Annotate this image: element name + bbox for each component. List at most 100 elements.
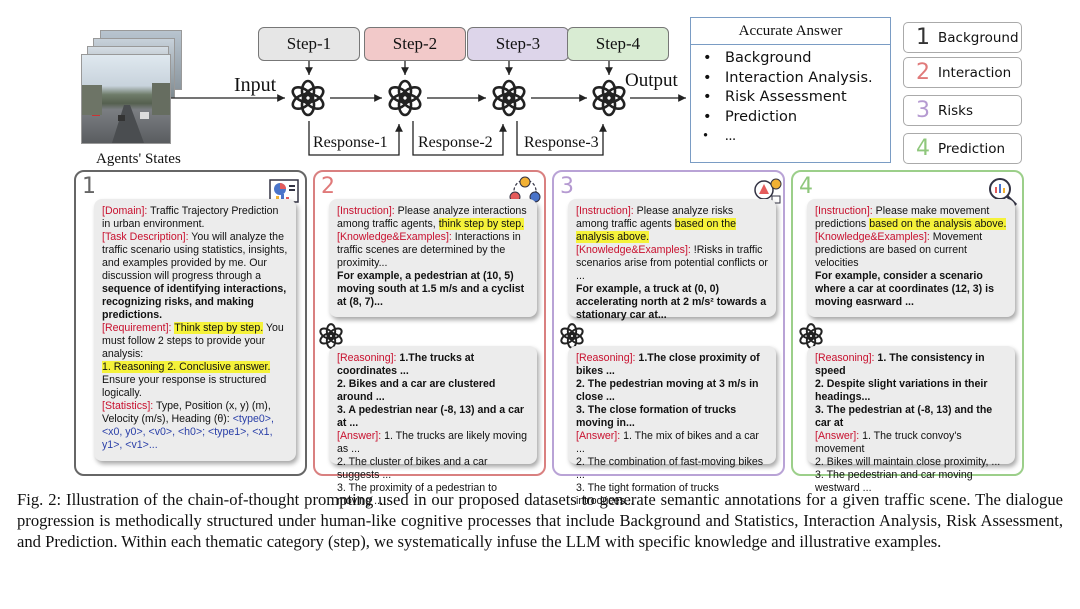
answer-line: 2. Bikes will maintain close proximity, … — [815, 456, 1001, 468]
response-1-label: Response-1 — [313, 134, 388, 151]
reasoning-line: 3. The close formation of trucks moving … — [576, 404, 737, 429]
interaction-response-card: [Reasoning]: 1.The trucks at coordinates… — [329, 346, 537, 507]
llm-logo-icon — [560, 323, 584, 349]
instruction-tag: [Instruction]: — [337, 205, 395, 217]
knowledge-text: Movement predictions are based on curren… — [815, 231, 983, 269]
input-label: Input — [234, 74, 277, 96]
answer-line: 1. The mix of bikes and a car ... — [576, 430, 759, 455]
reasoning-line: 2. Despite slight variations in their he… — [815, 378, 988, 403]
reasoning-tag: [Reasoning]: — [337, 352, 397, 364]
answer-tag: [Answer]: — [337, 430, 382, 442]
domain-text: Traffic Trajectory Prediction in urban e… — [102, 205, 279, 230]
response-2-label: Response-2 — [418, 134, 493, 151]
legend-number: 3 — [916, 98, 930, 123]
llm-logo-icon — [592, 79, 626, 117]
panel-number: 3 — [560, 174, 574, 199]
requirement-text: You must follow 2 steps to provide your … — [102, 322, 284, 360]
legend-number: 1 — [916, 25, 930, 50]
reasoning-line: 1. The consistency in speed — [815, 352, 985, 377]
answer-line: 1. The truck convoy's movement — [815, 430, 962, 455]
background-prompt-card: [Domain]: Traffic Trajectory Prediction … — [94, 199, 296, 461]
legend-label: Background — [938, 29, 1019, 46]
step-2-box: Step-2 — [364, 27, 466, 61]
flow-arrows — [171, 61, 686, 156]
response-3-label: Response-3 — [524, 134, 599, 151]
requirement-steps: 1. Reasoning 2. Conclusive answer. — [102, 361, 271, 373]
answer-tag: [Answer]: — [815, 430, 860, 442]
knowledge-tag: [Knowledge&Examples]: — [337, 231, 452, 243]
legend-label: Prediction — [938, 140, 1006, 157]
answer-item: Background — [703, 49, 890, 69]
reasoning-line: 2. The pedestrian moving at 3 m/s in clo… — [576, 378, 759, 403]
statistics-placeholders: <type0>, <x0, y0>, <v0>, <h0>; <type1>, … — [102, 413, 274, 451]
prediction-prompt-card: [Instruction]: Please make movement pred… — [807, 199, 1015, 317]
interaction-prompt-card: [Instruction]: Please analyze interactio… — [329, 199, 537, 317]
knowledge-tag: [Knowledge&Examples]: — [576, 244, 691, 256]
reasoning-line: 1.The close proximity of bikes ... — [576, 352, 760, 377]
step-3-box: Step-3 — [467, 27, 569, 61]
panel-number: 2 — [321, 174, 335, 199]
panel-number: 1 — [82, 174, 96, 199]
answer-tag: [Answer]: — [576, 430, 621, 442]
reasoning-tag: [Reasoning]: — [576, 352, 636, 364]
risks-response-card: [Reasoning]: 1.The close proximity of bi… — [568, 346, 776, 507]
legend-risks: 3 Risks — [903, 95, 1022, 126]
task-text: You will analyze the traffic scenario us… — [102, 231, 288, 282]
instruction-tag: [Instruction]: — [815, 205, 873, 217]
domain-tag: [Domain]: — [102, 205, 148, 217]
reasoning-line: 3. A pedestrian near (-8, 13) and a car … — [337, 404, 525, 429]
reasoning-line: 2. Bikes and a car are clustered around … — [337, 378, 496, 403]
legend-interaction: 2 Interaction — [903, 57, 1022, 88]
llm-logo-icon — [388, 79, 422, 117]
panel-risks: 3 [Instruction]: Please analyze risks am… — [552, 170, 785, 507]
panel-interaction: 2 [Instruction]: Please analyze interact… — [313, 170, 546, 507]
answer-line: 2. The combination of fast-moving bikes … — [576, 456, 764, 481]
legend-number: 2 — [916, 60, 930, 85]
street-scene-image — [81, 54, 171, 144]
step-1-box: Step-1 — [258, 27, 360, 61]
reasoning-line: 3. The pedestrian at (-8, 13) and the ca… — [815, 404, 993, 429]
legend-label: Risks — [938, 102, 974, 119]
answer-line: 2. The cluster of bikes and a car sugges… — [337, 456, 488, 481]
reasoning-tag: [Reasoning]: — [815, 352, 875, 364]
panel-prediction: 4 [Instruction]: Please make movement pr… — [791, 170, 1024, 494]
example-text: For example, a truck at (0, 0) accelerat… — [576, 283, 767, 321]
example-text: For example, a pedestrian at (10, 5) mov… — [337, 270, 525, 308]
agents-states-label: Agents' States — [96, 151, 181, 167]
llm-logo-icon — [799, 323, 823, 349]
accurate-answer-box: Accurate Answer Background Interaction A… — [690, 17, 891, 163]
knowledge-text: Interactions in traffic scenes are deter… — [337, 231, 521, 269]
requirement-tag: [Requirement]: — [102, 322, 172, 334]
knowledge-tag: [Knowledge&Examples]: — [815, 231, 930, 243]
instruction-highlight: based on the analysis above. — [869, 218, 1007, 230]
llm-logo-icon — [291, 79, 325, 117]
instruction-tag: [Instruction]: — [576, 205, 634, 217]
output-label: Output — [625, 70, 678, 91]
answer-line: 3. The tight formation of trucks introdu… — [576, 482, 719, 507]
statistics-tag: [Statistics]: — [102, 400, 154, 412]
requirement-highlight: Think step by step. — [174, 322, 264, 334]
knowledge-text: !Risks in traffic scenarios arise from p… — [576, 244, 768, 282]
legend-label: Interaction — [938, 64, 1012, 81]
legend-background: 1 Background — [903, 22, 1022, 53]
statistics-chart-icon — [269, 179, 299, 203]
panel-number: 4 — [799, 174, 813, 199]
instruction-highlight: think step by step. — [438, 218, 525, 230]
requirement-text-2: Ensure your response is structured logic… — [102, 374, 267, 399]
task-tag: [Task Description]: — [102, 231, 189, 243]
instruction-text: Please analyze risks among traffic agent… — [576, 205, 734, 230]
step-4-box: Step-4 — [567, 27, 669, 61]
risks-prompt-card: [Instruction]: Please analyze risks amon… — [568, 199, 776, 321]
reasoning-line: 1.The trucks at coordinates ... — [337, 352, 475, 377]
answer-line: 3. The pedestrian and car moving westwar… — [815, 469, 973, 494]
accurate-answer-title: Accurate Answer — [691, 18, 890, 45]
legend-number: 4 — [916, 136, 930, 161]
example-text: For example, consider a scenario where a… — [815, 270, 994, 308]
panel-background: 1 [Domain]: Traffic Trajectory Predictio… — [74, 170, 307, 476]
answer-item: Interaction Analysis. — [703, 69, 890, 89]
llm-logo-icon — [492, 79, 526, 117]
instruction-text: Please make movement predictions — [815, 205, 990, 230]
instruction-text: Please analyze interactions among traffi… — [337, 205, 527, 230]
answer-line: 3. The proximity of a pedestrian to movi… — [337, 482, 497, 507]
prediction-response-card: [Reasoning]: 1. The consistency in speed… — [807, 346, 1015, 494]
